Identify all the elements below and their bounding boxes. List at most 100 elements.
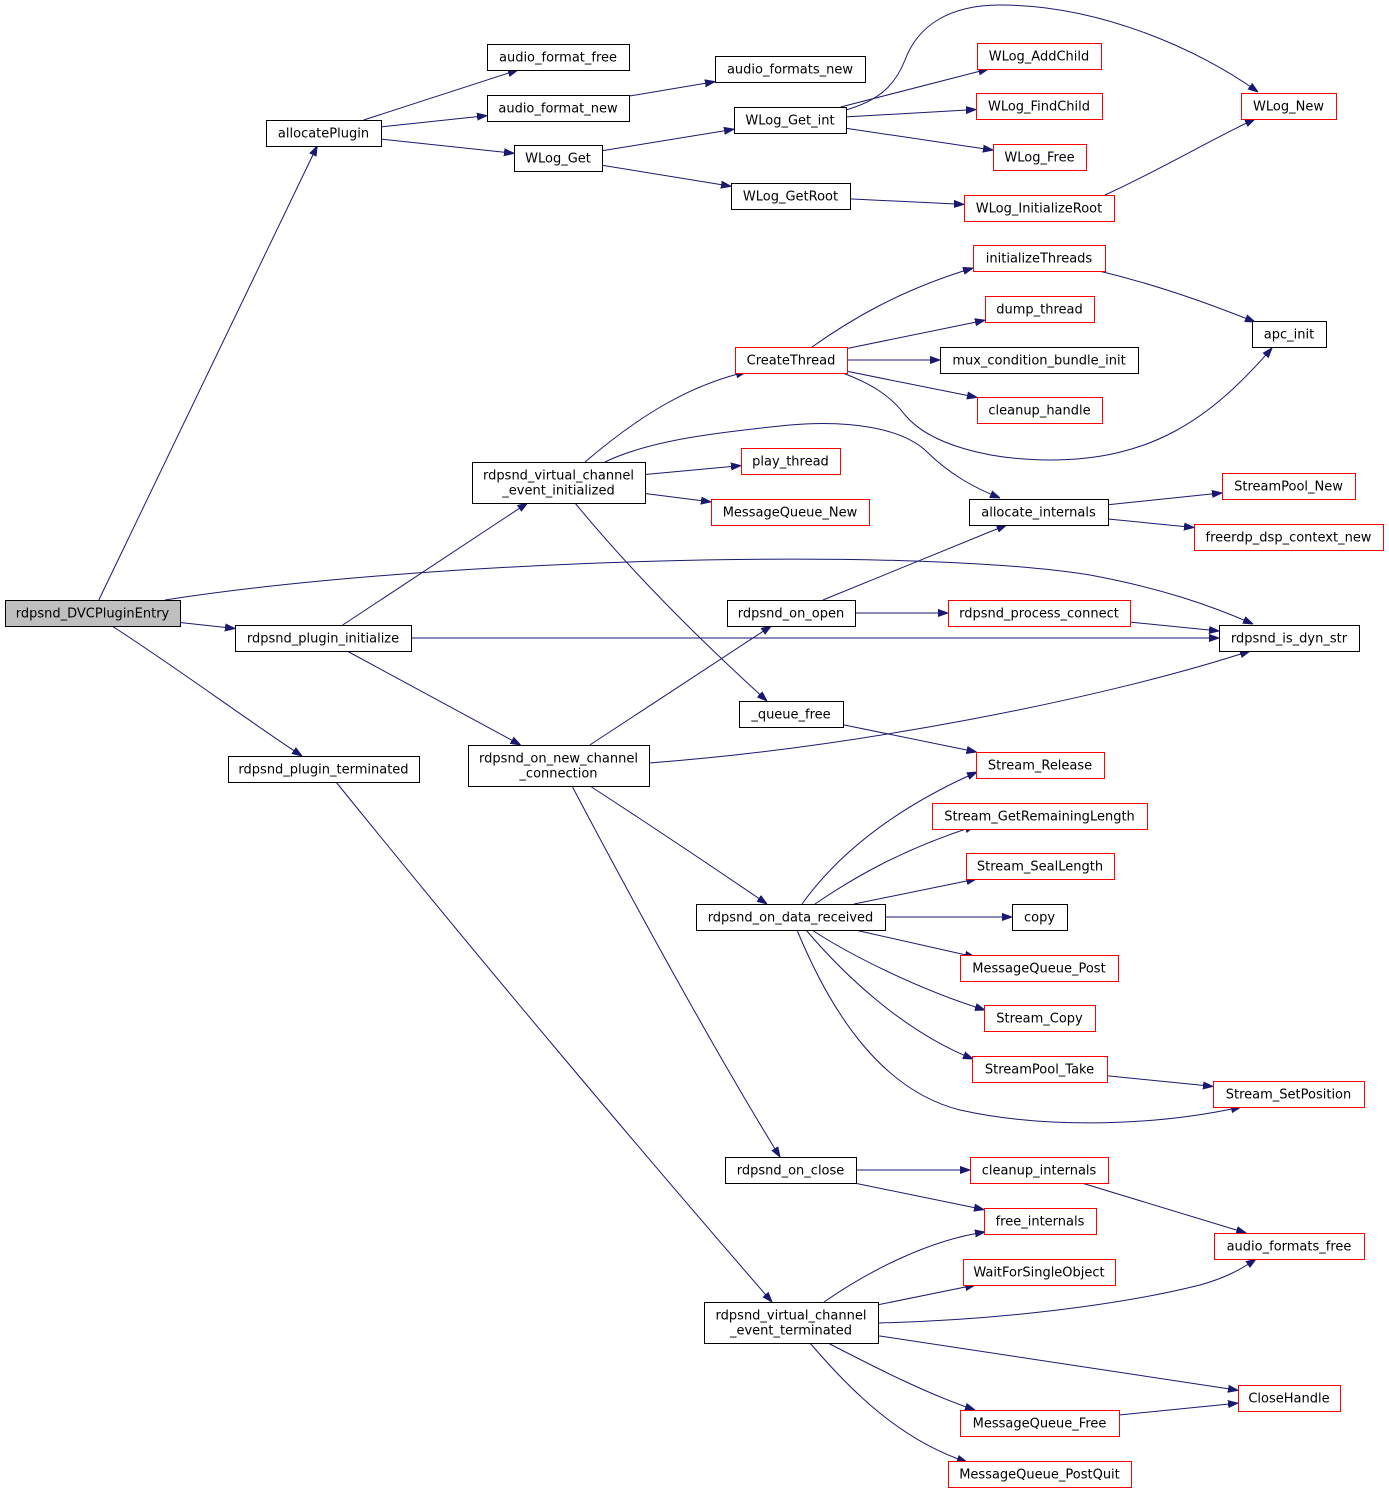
function-node-plugin-terminated[interactable]: rdpsnd_plugin_terminated <box>228 756 420 783</box>
node-label: rdpsnd_virtual_channel <box>483 469 634 484</box>
function-node-allocate-internals[interactable]: allocate_internals <box>969 499 1109 526</box>
function-node-on-data-received[interactable]: rdpsnd_on_data_received <box>696 904 886 931</box>
function-node-free-internals[interactable]: free_internals <box>984 1208 1097 1235</box>
function-node-plugin-initialize[interactable]: rdpsnd_plugin_initialize <box>235 625 412 652</box>
edge-wlog_initializeroot-to-wlog_new <box>1104 119 1255 196</box>
function-node-streampool-new[interactable]: StreamPool_New <box>1222 473 1356 500</box>
node-label: rdpsnd_on_open <box>738 607 845 622</box>
node-box <box>468 745 650 787</box>
edge-on_open-to-allocate_internals <box>822 525 1007 601</box>
function-node-mq-postquit[interactable]: MessageQueue_PostQuit <box>948 1461 1132 1488</box>
node-box <box>1012 904 1068 931</box>
function-node-mux-condition[interactable]: mux_condition_bundle_init <box>940 347 1139 374</box>
function-node-audio-formats-free[interactable]: audio_formats_free <box>1214 1233 1365 1260</box>
edge-new_channel_conn-to-on_data_received <box>589 785 767 904</box>
node-label: WLog_FindChild <box>988 100 1090 115</box>
node-label: _connection <box>518 767 597 782</box>
node-box <box>977 397 1103 424</box>
edge-vc_terminated-to-audio_formats_free <box>877 1259 1256 1324</box>
edge-vc_initialized-to-queue_free <box>574 502 767 701</box>
function-node-stream-seallength[interactable]: Stream_SealLength <box>966 853 1115 880</box>
edge-plugin_initialize-to-new_channel_conn <box>346 650 521 745</box>
function-node-stream-copy[interactable]: Stream_Copy <box>984 1005 1096 1032</box>
edge-wlog_get_int-to-wlog_new <box>845 4 1258 111</box>
function-node-mq-new[interactable]: MessageQueue_New <box>711 499 870 526</box>
node-label: WLog_New <box>1253 100 1324 115</box>
function-node-wlog-free[interactable]: WLog_Free <box>993 144 1087 171</box>
function-node-wlog-addchild[interactable]: WLog_AddChild <box>977 43 1102 70</box>
edge-cleanup_internals-to-audio_formats_free <box>1081 1182 1246 1233</box>
function-node-cleanup-handle[interactable]: cleanup_handle <box>977 397 1103 424</box>
function-node-wlog-initializeroot[interactable]: WLog_InitializeRoot <box>964 195 1115 222</box>
edge-on_data_received-to-stream_seallength <box>853 879 976 905</box>
node-label: allocate_internals <box>981 506 1096 521</box>
edge-createthread-to-cleanup_handle <box>846 370 977 397</box>
function-node-mq-free[interactable]: MessageQueue_Free <box>960 1410 1120 1437</box>
function-node-copy[interactable]: copy <box>1012 904 1068 931</box>
node-box <box>727 600 856 627</box>
function-node-process-connect[interactable]: rdpsnd_process_connect <box>948 600 1131 627</box>
function-node-mq-post[interactable]: MessageQueue_Post <box>960 955 1119 982</box>
node-label: allocatePlugin <box>278 127 369 142</box>
node-label: Stream_Release <box>988 759 1092 774</box>
edge-allocate_internals-to-dsp_context_new <box>1107 518 1194 528</box>
node-box <box>1222 473 1356 500</box>
node-box <box>1219 625 1360 652</box>
node-label: free_internals <box>996 1215 1085 1230</box>
function-node-vc-initialized[interactable]: rdpsnd_virtual_channel_event_initialized <box>472 462 646 504</box>
function-node-waitforsingleobject[interactable]: WaitForSingleObject <box>963 1259 1116 1286</box>
function-node-on-open[interactable]: rdpsnd_on_open <box>727 600 856 627</box>
edge-wlog_getroot-to-wlog_initializeroot <box>849 198 964 205</box>
function-node-allocatePlugin[interactable]: allocatePlugin <box>266 120 382 147</box>
node-box <box>960 955 1119 982</box>
edge-vc_initialized-to-allocate_internals <box>604 423 1000 498</box>
function-node-vc-terminated[interactable]: rdpsnd_virtual_channel_event_terminated <box>704 1302 879 1344</box>
function-node-audio-formats-new[interactable]: audio_formats_new <box>715 56 866 83</box>
node-box <box>1213 1081 1365 1108</box>
function-node-audio-format-new[interactable]: audio_format_new <box>487 95 630 122</box>
node-label: WLog_Get_int <box>745 114 834 129</box>
function-node-closehandle[interactable]: CloseHandle <box>1238 1385 1341 1412</box>
function-node-initializethreads[interactable]: initializeThreads <box>973 245 1106 272</box>
node-box <box>487 95 630 122</box>
function-node-audio-format-free[interactable]: audio_format_free <box>487 44 630 71</box>
function-node-entry[interactable]: rdpsnd_DVCPluginEntry <box>5 600 181 627</box>
function-node-stream-setposition[interactable]: Stream_SetPosition <box>1213 1081 1365 1108</box>
function-node-play-thread[interactable]: play_thread <box>741 448 841 475</box>
function-nodes: rdpsnd_DVCPluginEntry allocatePlugin rdpsn… <box>5 43 1384 1488</box>
node-label: WLog_GetRoot <box>743 190 838 205</box>
node-label: WLog_Free <box>1004 151 1074 166</box>
node-label: StreamPool_Take <box>985 1063 1094 1078</box>
node-label: MessageQueue_Post <box>972 962 1105 977</box>
node-box <box>977 43 1102 70</box>
node-box <box>984 1208 1097 1235</box>
function-node-queue-free[interactable]: _queue_free <box>739 701 844 728</box>
function-node-wlog-get[interactable]: WLog_Get <box>514 145 603 172</box>
function-node-dump-thread[interactable]: dump_thread <box>985 296 1095 323</box>
node-label: cleanup_internals <box>982 1164 1097 1179</box>
function-node-new-channel-conn[interactable]: rdpsnd_on_new_channel_connection <box>468 745 650 787</box>
function-node-apc-init[interactable]: apc_init <box>1252 321 1327 348</box>
node-label: WaitForSingleObject <box>973 1266 1104 1281</box>
function-node-dsp-context-new[interactable]: freerdp_dsp_context_new <box>1194 524 1384 551</box>
function-node-wlog-get-int[interactable]: WLog_Get_int <box>734 107 847 134</box>
edge-vc_terminated-to-free_internals <box>823 1232 985 1303</box>
node-box <box>711 499 870 526</box>
function-node-is-dyn-str[interactable]: rdpsnd_is_dyn_str <box>1219 625 1360 652</box>
node-box <box>948 600 1131 627</box>
node-label: Stream_Copy <box>996 1012 1083 1027</box>
function-node-wlog-new[interactable]: WLog_New <box>1241 93 1337 120</box>
function-node-createthread[interactable]: CreateThread <box>735 347 848 374</box>
function-node-wlog-findchild[interactable]: WLog_FindChild <box>976 93 1103 120</box>
node-label: play_thread <box>752 455 829 470</box>
function-node-stream-remaining[interactable]: Stream_GetRemainingLength <box>932 803 1148 830</box>
function-node-wlog-getroot[interactable]: WLog_GetRoot <box>731 183 851 210</box>
edge-new_channel_conn-to-on_close <box>571 785 780 1157</box>
function-node-on-close[interactable]: rdpsnd_on_close <box>725 1157 857 1184</box>
function-node-stream-release[interactable]: Stream_Release <box>976 752 1105 779</box>
edge-wlog_get_int-to-wlog_addchild <box>840 69 989 108</box>
node-box <box>993 144 1087 171</box>
function-node-cleanup-internals[interactable]: cleanup_internals <box>970 1157 1109 1184</box>
function-node-streampool-take[interactable]: StreamPool_Take <box>972 1056 1108 1083</box>
node-label: audio_formats_free <box>1227 1240 1352 1255</box>
